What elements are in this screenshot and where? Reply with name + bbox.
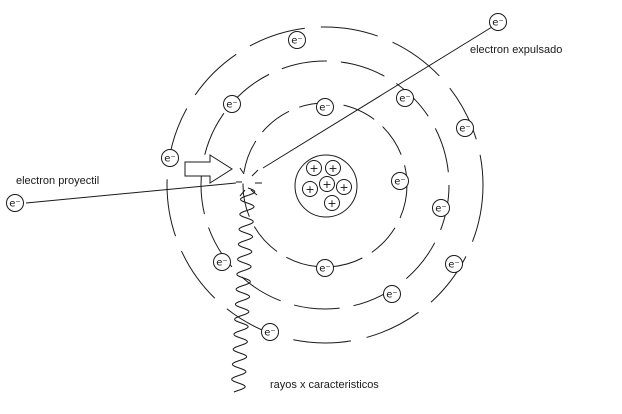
electron-symbol: e⁻ bbox=[435, 204, 446, 215]
electron: e⁻ bbox=[456, 119, 474, 137]
shell-middle bbox=[200, 60, 450, 310]
proton-circle bbox=[319, 176, 335, 192]
proton-symbol: + bbox=[328, 162, 337, 175]
electron-circle bbox=[456, 119, 474, 137]
electron-symbol: e⁻ bbox=[399, 94, 410, 105]
proton: + bbox=[306, 160, 322, 176]
electron-circle bbox=[396, 89, 414, 107]
electron-symbol: e⁻ bbox=[9, 199, 20, 210]
electron-circle bbox=[261, 323, 279, 341]
electron-symbol: e⁻ bbox=[264, 328, 275, 339]
electron: e⁻ bbox=[261, 323, 279, 341]
proton: + bbox=[319, 176, 335, 192]
electron-symbol: e⁻ bbox=[459, 124, 470, 135]
electron-circle bbox=[445, 255, 463, 273]
projectile-path bbox=[25, 182, 237, 204]
electrons: e⁻ e⁻ e⁻ e⁻ e⁻ e⁻ e⁻ e⁻ e⁻ e⁻ e⁻ e⁻ e⁻ e⁻ e⁻ bbox=[6, 13, 507, 341]
electron-symbol: e⁻ bbox=[394, 177, 405, 188]
proton-symbol: + bbox=[305, 183, 314, 196]
electron: e⁻ bbox=[6, 194, 24, 212]
projectile-electron-label: electron proyectil bbox=[16, 175, 99, 187]
electron-symbol: e⁻ bbox=[216, 258, 227, 269]
electron: e⁻ bbox=[383, 285, 401, 303]
proton-circle bbox=[324, 195, 340, 211]
proton: + bbox=[325, 160, 341, 176]
xray-label: rayos x caracteristicos bbox=[270, 379, 379, 391]
proton: + bbox=[302, 181, 318, 197]
proton-symbol: + bbox=[327, 197, 336, 210]
electron-symbol: e⁻ bbox=[448, 260, 459, 271]
proton-circle bbox=[336, 179, 352, 195]
proton: + bbox=[324, 195, 340, 211]
proton-symbol: + bbox=[339, 181, 348, 194]
electron: e⁻ bbox=[432, 199, 450, 217]
proton: + bbox=[336, 179, 352, 195]
electron-circle bbox=[213, 253, 231, 271]
proton-circle bbox=[306, 160, 322, 176]
electron-circle bbox=[223, 95, 241, 113]
electron-symbol: e⁻ bbox=[319, 103, 330, 114]
electron-symbol: e⁻ bbox=[319, 264, 330, 275]
proton-circle bbox=[302, 181, 318, 197]
electron-symbol: e⁻ bbox=[492, 18, 503, 29]
electron-circle bbox=[391, 172, 409, 190]
electron: e⁻ bbox=[288, 31, 306, 49]
electron: e⁻ bbox=[391, 172, 409, 190]
electron-circle bbox=[161, 149, 179, 167]
electron: e⁻ bbox=[489, 13, 507, 31]
electron: e⁻ bbox=[445, 255, 463, 273]
protons: ++++++ bbox=[302, 160, 352, 211]
electron-symbol: e⁻ bbox=[291, 36, 302, 47]
electron-circle bbox=[316, 98, 334, 116]
electron-symbol: e⁻ bbox=[164, 154, 175, 165]
ejected-electron-label: electron expulsado bbox=[470, 44, 562, 56]
electron: e⁻ bbox=[223, 95, 241, 113]
proton-circle bbox=[325, 160, 341, 176]
proton-symbol: + bbox=[322, 178, 331, 191]
electron: e⁻ bbox=[316, 98, 334, 116]
electron: e⁻ bbox=[396, 89, 414, 107]
electron-circle bbox=[489, 13, 507, 31]
electron-circle bbox=[432, 199, 450, 217]
impact-arrow bbox=[184, 154, 233, 184]
electron-circle bbox=[288, 31, 306, 49]
electron-circle bbox=[383, 285, 401, 303]
ejected-path bbox=[262, 26, 493, 169]
electron-symbol: e⁻ bbox=[226, 100, 237, 111]
shell-outer bbox=[166, 26, 484, 344]
nucleus: ++++++ bbox=[294, 154, 358, 218]
impact-burst bbox=[236, 167, 262, 197]
electron-circle bbox=[316, 259, 334, 277]
xray-wave bbox=[231, 187, 256, 393]
proton-symbol: + bbox=[309, 162, 318, 175]
electron-symbol: e⁻ bbox=[386, 290, 397, 301]
electron-circle bbox=[6, 194, 24, 212]
electron: e⁻ bbox=[316, 259, 334, 277]
electron: e⁻ bbox=[213, 253, 231, 271]
electron: e⁻ bbox=[161, 149, 179, 167]
